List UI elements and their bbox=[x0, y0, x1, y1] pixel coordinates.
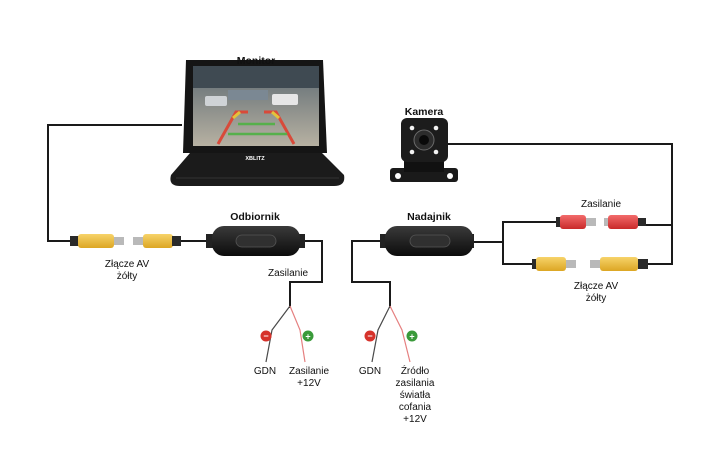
plus12-left-line1: Zasilanie bbox=[288, 366, 330, 377]
source-line1: Źródło bbox=[400, 366, 430, 377]
receiver-label: Odbiornik bbox=[230, 211, 280, 223]
cables bbox=[47, 124, 673, 308]
monitor-cable bbox=[47, 124, 182, 242]
plus-sign: + bbox=[305, 332, 310, 342]
power-right-label: Zasilanie bbox=[580, 199, 622, 210]
source-line5: +12V bbox=[403, 414, 427, 425]
transmitter-split-cable bbox=[470, 221, 558, 243]
transmitter-module bbox=[380, 226, 474, 256]
source-line4: cofania bbox=[398, 402, 432, 413]
transmitter-label: Nadajnik bbox=[407, 211, 451, 223]
av-connector-left bbox=[70, 234, 181, 248]
source-line3: światła bbox=[399, 390, 431, 401]
av-right-label-line1: Złącze AV bbox=[573, 281, 619, 292]
monitor: XBLITZ bbox=[170, 60, 345, 186]
camera-label: Kamera bbox=[404, 106, 444, 118]
monitor-brand-logo: XBLITZ bbox=[245, 156, 265, 162]
av-connector-right bbox=[532, 257, 648, 271]
power-connector-right bbox=[556, 215, 646, 229]
plus-badge-right bbox=[406, 330, 418, 342]
minus-sign: − bbox=[367, 331, 372, 341]
power-left-label: Zasilanie bbox=[267, 268, 309, 279]
plus-sign: + bbox=[409, 332, 414, 342]
receiver-power-cable bbox=[289, 240, 323, 308]
receiver-module bbox=[206, 226, 305, 256]
gdn-right-label: GDN bbox=[358, 366, 382, 377]
av-left-label-line2: żółty bbox=[116, 271, 138, 282]
polarity-badges: − + − + bbox=[260, 330, 418, 342]
camera-cable bbox=[447, 143, 673, 226]
source-line2: zasilania bbox=[395, 378, 435, 389]
minus-badge-left bbox=[260, 330, 272, 342]
power-leads bbox=[265, 305, 411, 363]
av-right-label-line2: żółty bbox=[585, 293, 607, 304]
monitor-label: Monitor bbox=[236, 55, 276, 67]
minus-badge-right bbox=[364, 330, 376, 342]
plus-badge-left bbox=[302, 330, 314, 342]
minus-sign: − bbox=[263, 331, 268, 341]
transmitter-power-cable bbox=[351, 240, 391, 308]
av-left-label-line1: Złącze AV bbox=[104, 259, 150, 270]
gdn-left-label: GDN bbox=[253, 366, 277, 377]
plus12-left-line2: +12V bbox=[297, 378, 321, 389]
camera bbox=[390, 118, 458, 182]
